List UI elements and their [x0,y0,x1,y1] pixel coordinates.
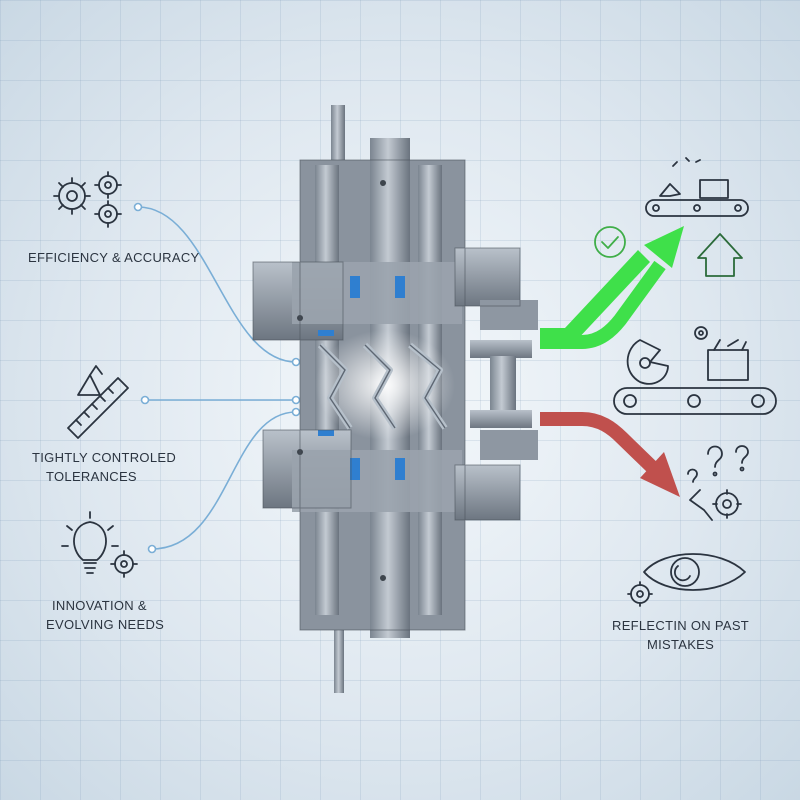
connector-innovation [151,411,297,550]
output-part-stem [490,356,516,412]
connector-dot [133,202,143,212]
connector-dot [147,544,157,554]
blue-accents [318,276,405,480]
lower-right-block [455,465,520,520]
label-tolerances: TIGHTLY CONTROLED TOLERANCES [32,448,176,486]
question-marks-icon [687,445,749,521]
label-efficiency: EFFICIENCY & ACCURACY [28,248,199,267]
output-part-bottom [470,410,532,428]
eye-icon [627,553,746,607]
label-innovation: INNOVATION & EVOLVING NEEDS [46,596,164,634]
label-reflection-line1: REFLECTIN ON PAST [612,618,750,633]
lightbulb-gear-icon [61,511,138,578]
ruler-icon [67,365,129,439]
broken-gear-conveyor-icon [613,326,777,415]
down-arrow [540,412,680,497]
label-tolerances-line2: TOLERANCES [46,469,137,484]
label-efficiency-text: EFFICIENCY & ACCURACY [28,250,200,265]
conveyor-icon [645,157,749,217]
label-tolerances-line1: TIGHTLY CONTROLED [32,450,177,465]
upper-die-plate [292,262,462,324]
label-innovation-line1: INNOVATION & [52,598,147,613]
upper-right-clamp [480,300,538,330]
bottom-guide-rod [334,625,344,693]
connector-efficiency [137,206,297,363]
upper-right-block [455,248,520,306]
label-reflection-line2: MISTAKES [646,637,715,652]
gears-icon [53,171,122,228]
up-arrow-icon [697,233,743,277]
up-arrow [540,226,684,349]
left-connectors [137,206,297,550]
top-guide-rod [331,105,345,175]
lower-right-clamp [480,430,538,460]
connector-dot [140,395,150,405]
lower-die-plate [292,450,462,512]
label-reflection: REFLECTIN ON PAST MISTAKES [612,616,749,654]
machine-outlines [252,159,521,631]
forming-strip-outline [319,344,446,429]
output-part-top [470,340,532,358]
check-circle-icon [594,226,626,258]
label-innovation-line2: EVOLVING NEEDS [46,617,165,632]
